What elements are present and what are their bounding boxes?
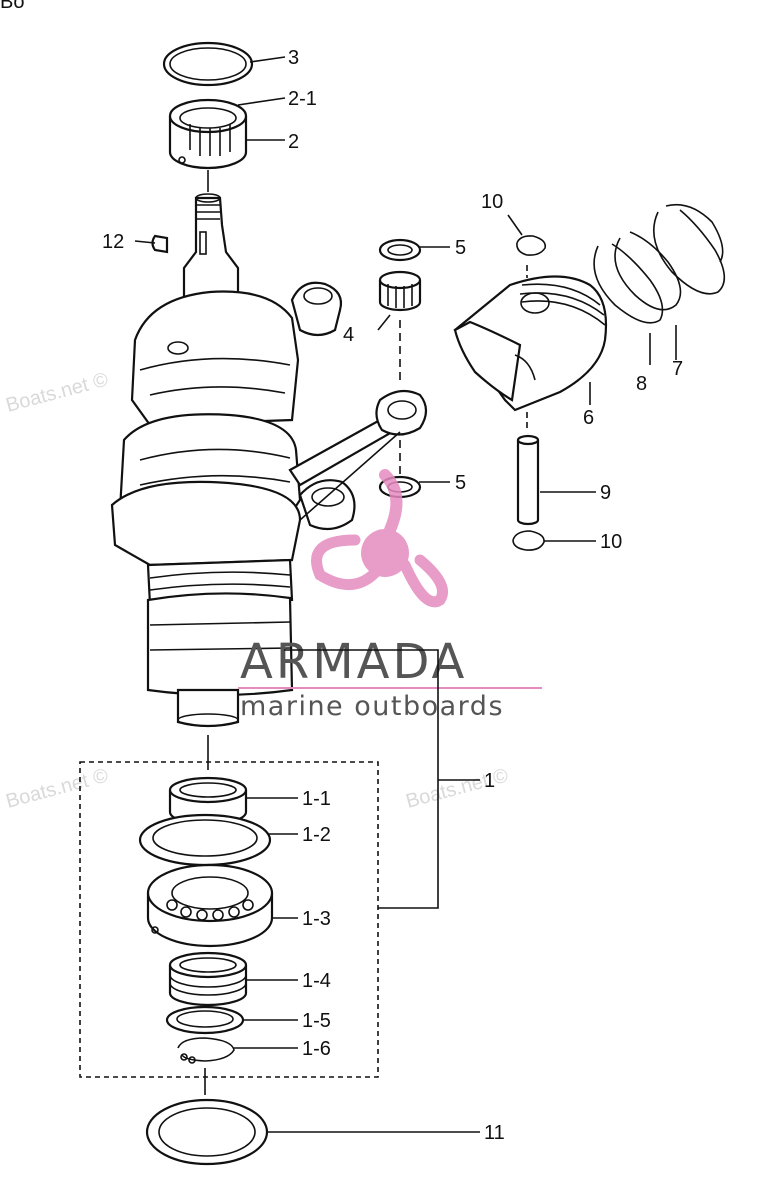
watermark-left-upper: Boats.net © <box>4 368 111 416</box>
crankshaft-body <box>110 290 302 728</box>
watermark-left-lower: Boats.net © <box>4 764 111 812</box>
callout-labels: 3 2-1 2 12 5 4 5 10 6 8 7 9 10 1 1-1 1-2… <box>102 47 683 1144</box>
part-1-4-seal <box>168 951 248 1007</box>
part-7-piston-ring <box>652 203 726 295</box>
upper-rod-end <box>290 281 343 337</box>
part-8-piston-ring <box>593 231 682 324</box>
callout-4: 4 <box>343 324 354 346</box>
callout-2-1: 2-1 <box>288 88 317 110</box>
callout-5-lower: 5 <box>455 472 466 494</box>
callout-1-4: 1-4 <box>302 970 331 992</box>
part-2-needle-bearing <box>168 98 248 170</box>
part-1-5-washer <box>165 1005 245 1035</box>
part-9-piston-pin <box>516 434 540 526</box>
part-3-ring <box>162 41 254 87</box>
part-6-piston <box>453 275 608 412</box>
callout-1: 1 <box>484 770 495 792</box>
callout-1-3: 1-3 <box>302 908 331 930</box>
part-10-upper-circlip <box>516 235 547 256</box>
callout-10-lower: 10 <box>600 531 622 553</box>
watermark-corner: Bo <box>0 0 24 13</box>
callout-1-6: 1-6 <box>302 1038 331 1060</box>
callout-12: 12 <box>102 231 124 253</box>
callout-1-2: 1-2 <box>302 824 331 846</box>
leader-lines <box>134 56 677 1133</box>
kit-dashed-box <box>79 761 379 1078</box>
callout-11: 11 <box>484 1122 505 1144</box>
brand-tagline: marine outboards <box>240 691 504 722</box>
callout-8: 8 <box>636 373 647 395</box>
callout-1-1: 1-1 <box>302 788 331 810</box>
callout-7: 7 <box>672 358 683 380</box>
connecting-rod <box>288 389 428 531</box>
callout-9: 9 <box>600 482 611 504</box>
part-1-3-ball-bearing <box>146 863 274 948</box>
part-10-lower-circlip <box>512 530 545 551</box>
part-4-needle-bearing <box>378 270 422 312</box>
part-1-6-circlip <box>177 1037 235 1064</box>
callout-6: 6 <box>583 407 594 429</box>
part-5-upper-washer <box>378 238 422 262</box>
callout-5-upper: 5 <box>455 237 466 259</box>
part-11-washer <box>145 1098 269 1166</box>
callout-1-5: 1-5 <box>302 1010 331 1032</box>
part-12-key <box>151 234 169 254</box>
brand-name: ARMADA <box>240 634 467 690</box>
part-1-2-washer <box>138 813 272 867</box>
callout-10-upper: 10 <box>481 191 503 213</box>
propeller-icon <box>311 469 448 608</box>
callout-3: 3 <box>288 47 299 69</box>
callout-2: 2 <box>288 131 299 153</box>
armada-logo: ARMADA marine outboards <box>238 469 542 722</box>
